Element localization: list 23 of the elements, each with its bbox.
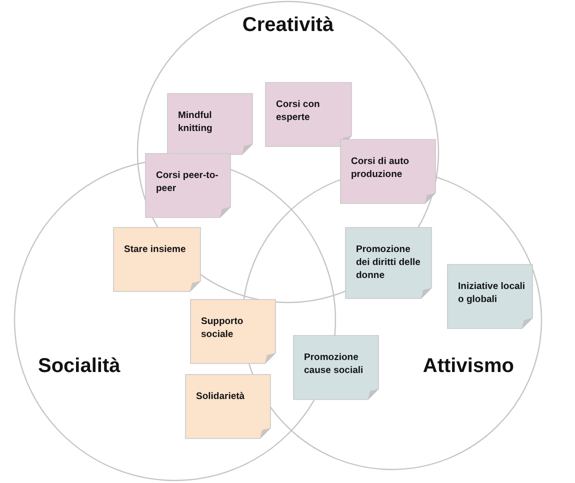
note-text: Corsi con esperte	[276, 98, 321, 124]
note-text: Promozione cause sociali	[304, 351, 364, 377]
note-text: Stare insieme	[124, 243, 187, 256]
set-title: Attivismo	[422, 355, 514, 378]
note-text: Iniziative locali o globali	[458, 280, 526, 306]
sticky-note	[167, 93, 253, 155]
note-text: Supporto sociale	[201, 315, 244, 341]
sticky-note	[113, 227, 201, 292]
sticky-note	[185, 374, 271, 439]
sticky-note	[293, 335, 379, 400]
note-text: Solidarietà	[196, 390, 246, 403]
note-text: Corsi peer-to-peer	[156, 169, 220, 195]
sticky-note	[447, 264, 533, 329]
note-text: Mindful knitting	[178, 109, 214, 135]
note-text: Corsi di auto produzione	[351, 155, 410, 181]
sticky-note	[190, 299, 276, 364]
set-title: Socialità	[38, 355, 120, 378]
sticky-note	[340, 139, 436, 204]
set-title: Creatività	[242, 14, 334, 37]
note-text: Promozione dei diritti delle donne	[356, 243, 422, 282]
sticky-note	[265, 82, 352, 147]
sticky-note	[345, 227, 432, 299]
sticky-note	[145, 153, 231, 218]
